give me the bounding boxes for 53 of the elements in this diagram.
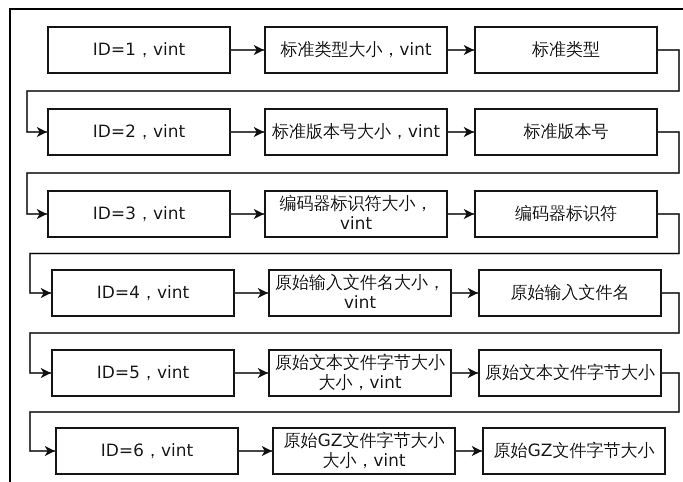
arrow: [231, 126, 264, 138]
box-label: 原始文本文件字节大小大小，vint: [274, 353, 446, 393]
arrow: [448, 208, 474, 220]
box-label: ID=2，vint: [92, 122, 186, 142]
process-box: [55, 427, 239, 475]
process-box: [482, 427, 666, 475]
process-box: [268, 269, 452, 317]
arrow: [26, 131, 680, 220]
arrow: [231, 208, 264, 220]
box-label: 标准类型大小，vint: [280, 40, 432, 60]
box-label: 原始GZ文件字节大小: [494, 441, 654, 461]
arrow: [239, 446, 272, 456]
arrow: [235, 368, 268, 378]
process-box: [51, 349, 235, 397]
process-box: [264, 108, 448, 156]
arrow: [448, 44, 474, 56]
box-label: ID=6，vint: [100, 441, 194, 461]
box-label: ID=5，vint: [96, 363, 190, 383]
arrow: [29, 372, 680, 456]
box-label: 原始文本文件字节大小: [485, 363, 655, 383]
process-box: [474, 26, 658, 74]
box-label: 原始输入文件名: [510, 283, 630, 303]
process-box: [264, 190, 448, 238]
process-box: [474, 108, 658, 156]
box-label: 标准类型: [532, 40, 600, 60]
box-label: 编码器标识符: [515, 204, 617, 224]
box-label: 编码器标识符大小，vint: [278, 194, 434, 234]
process-box: [51, 269, 235, 317]
box-label: ID=3，vint: [92, 204, 186, 224]
process-box: [474, 190, 658, 238]
process-box: [478, 269, 662, 317]
process-box: [47, 26, 231, 74]
arrow: [26, 49, 680, 138]
process-box: [264, 26, 448, 74]
box-label: 原始GZ文件字节大小大小，vint: [282, 431, 446, 471]
arrow: [235, 288, 268, 298]
box-label: 标准版本号大小，vint: [272, 122, 440, 142]
process-box: [268, 349, 452, 397]
arrow: [456, 446, 482, 456]
process-box: [272, 427, 456, 475]
arrow: [29, 213, 680, 298]
arrow: [452, 288, 478, 298]
box-label: 标准版本号: [524, 122, 608, 142]
process-box: [478, 349, 662, 397]
process-box: [47, 190, 231, 238]
box-label: ID=1，vint: [92, 40, 186, 60]
box-label: 原始输入文件名大小，vint: [274, 273, 446, 313]
arrow: [231, 44, 264, 56]
arrow: [29, 292, 680, 378]
arrow: [448, 126, 474, 138]
arrow: [452, 368, 478, 378]
process-box: [47, 108, 231, 156]
box-label: ID=4，vint: [96, 283, 190, 303]
